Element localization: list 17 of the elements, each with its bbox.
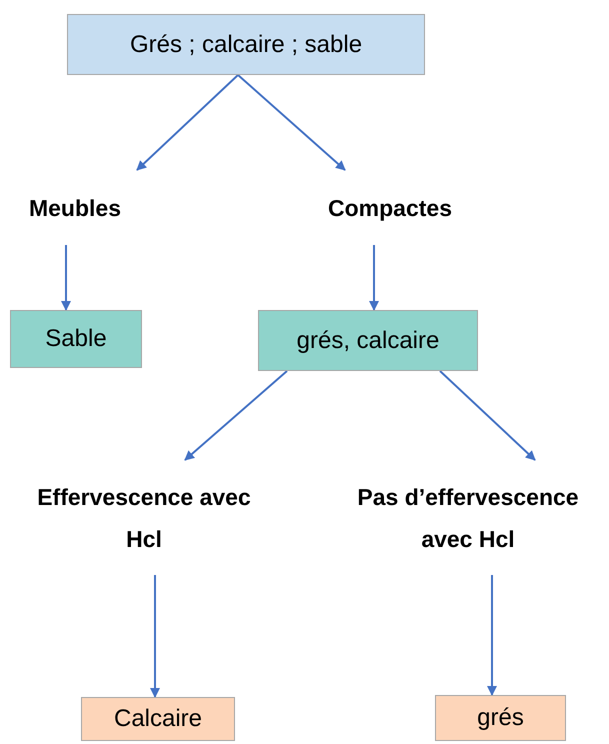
category-label: Compactes	[305, 170, 475, 245]
result-box: Calcaire	[81, 697, 235, 741]
arrow	[136, 74, 239, 171]
arrow	[237, 74, 346, 171]
arrow	[184, 370, 288, 461]
arrow	[439, 370, 536, 461]
arrow	[487, 575, 497, 696]
category-label: Effervescence avec Hcl	[34, 460, 254, 575]
process-box: grés, calcaire	[258, 310, 478, 371]
process-box: Grés ; calcaire ; sable	[67, 14, 425, 75]
arrow	[61, 245, 71, 311]
category-label: Meubles	[10, 170, 140, 245]
process-box: Sable	[10, 310, 142, 368]
result-box: grés	[435, 695, 566, 741]
arrow	[369, 245, 379, 311]
arrow	[150, 575, 160, 698]
category-label: Pas d’effervescence avec Hcl	[330, 460, 606, 575]
